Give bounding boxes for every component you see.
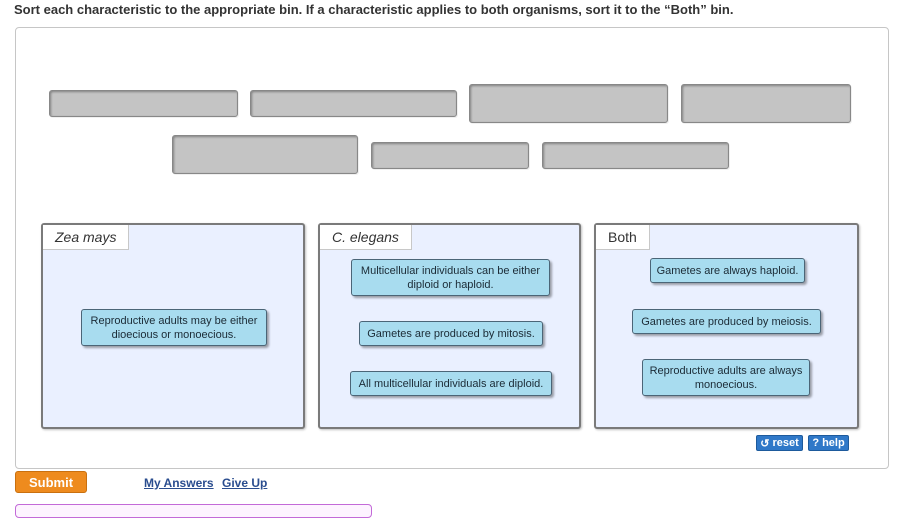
empty-slot[interactable] [681,84,851,123]
bin-title: Zea mays [43,225,130,250]
bin-both[interactable]: Both Gametes are always haploid. Gametes… [594,223,859,429]
reset-button[interactable]: ↺ reset [756,435,803,451]
reset-label: reset [772,437,799,449]
bin-zea-mays[interactable]: Zea mays Reproductive adults may be eith… [41,223,305,429]
empty-slot[interactable] [469,84,668,123]
bin-c-elegans[interactable]: C. elegans Multicellular individuals can… [318,223,581,429]
characteristic-card[interactable]: Multicellular individuals can be either … [351,259,550,296]
bin-title: Both [596,225,650,250]
help-label: help [822,437,845,449]
characteristic-card[interactable]: Gametes are produced by mitosis. [359,321,543,346]
my-answers-link[interactable]: My Answers [144,476,214,490]
help-icon: ? [812,437,820,449]
empty-slot[interactable] [49,90,238,117]
bin-title: C. elegans [320,225,412,250]
characteristic-card[interactable]: Gametes are always haploid. [650,258,805,283]
feedback-box [15,504,372,518]
sorting-panel: Zea mays Reproductive adults may be eith… [15,27,889,469]
characteristic-card[interactable]: All multicellular individuals are diploi… [350,371,552,396]
give-up-link[interactable]: Give Up [222,476,268,490]
empty-slot[interactable] [542,142,729,169]
help-button[interactable]: ? help [808,435,849,451]
instructions-text: Sort each characteristic to the appropri… [14,2,734,17]
empty-slot[interactable] [172,135,358,174]
submit-button[interactable]: Submit [15,471,87,493]
empty-slot[interactable] [250,90,457,117]
characteristic-card[interactable]: Reproductive adults may be either dioeci… [81,309,267,346]
reset-icon: ↺ [760,437,770,450]
characteristic-card[interactable]: Gametes are produced by meiosis. [632,309,821,334]
empty-slot[interactable] [371,142,529,169]
characteristic-card[interactable]: Reproductive adults are always monoeciou… [642,359,810,396]
